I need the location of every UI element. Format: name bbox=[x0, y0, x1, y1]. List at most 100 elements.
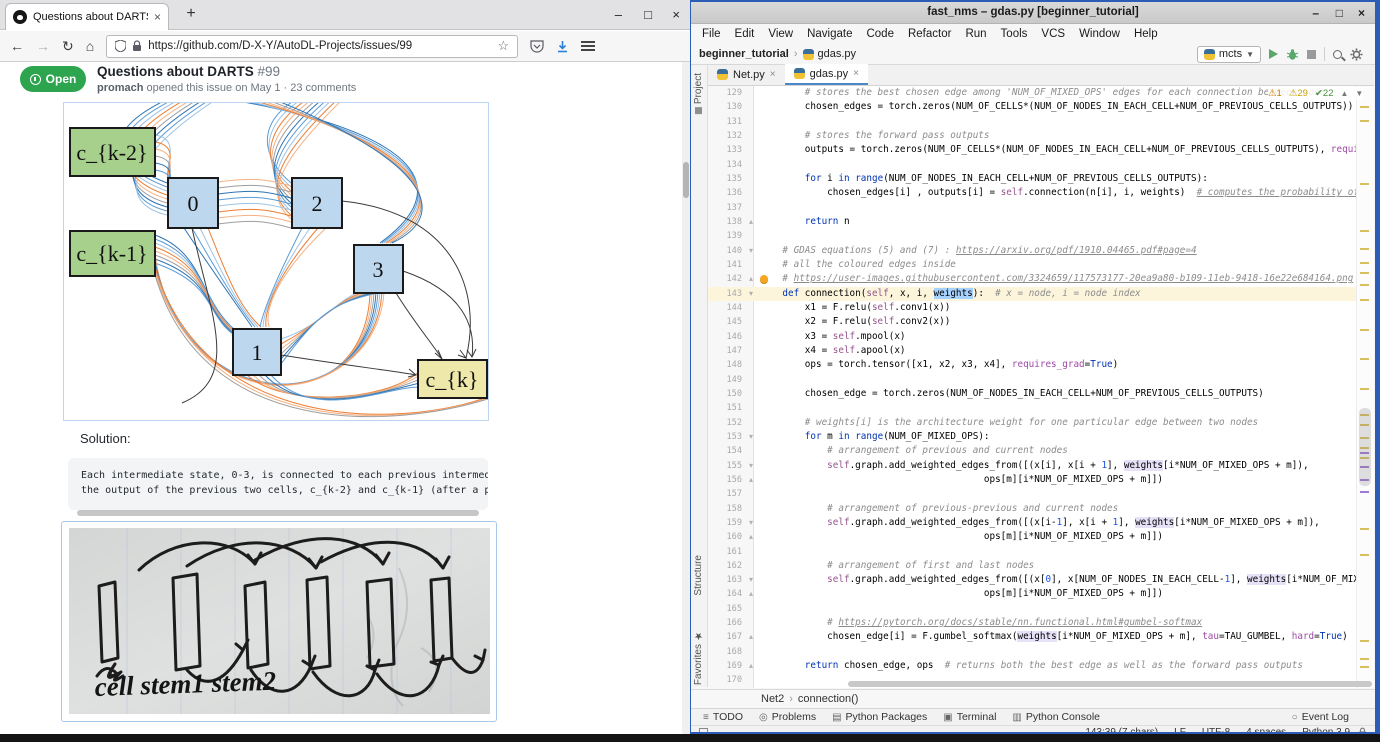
code-line-138[interactable]: 138▴ return n bbox=[708, 215, 1374, 229]
code-line-133[interactable]: 133 outputs = torch.zeros(NUM_OF_CELLS*(… bbox=[708, 143, 1374, 157]
code-line-155[interactable]: 155▾ self.graph.add_weighted_edges_from(… bbox=[708, 459, 1374, 473]
browser-maximize-button[interactable]: □ bbox=[644, 7, 652, 22]
code-line-145[interactable]: 145 x2 = F.relu(self.conv2(x)) bbox=[708, 315, 1374, 329]
code-editor[interactable]: 129 # stores the best chosen edge among … bbox=[708, 86, 1374, 688]
warning-stripe-mark[interactable] bbox=[1360, 329, 1369, 331]
code-line-164[interactable]: 164▴ ops[m][i*NUM_OF_MIXED_OPS + m]]) bbox=[708, 587, 1374, 601]
code-line-151[interactable]: 151 bbox=[708, 401, 1374, 415]
inspection-widget[interactable]: ⚠1 ⚠29 ✔22 ▲ ▼ bbox=[1268, 87, 1363, 100]
next-problem-icon[interactable]: ▼ bbox=[1355, 89, 1363, 98]
browser-scrollbar[interactable] bbox=[682, 62, 690, 735]
warning-stripe-mark[interactable] bbox=[1360, 388, 1369, 390]
solution-hscrollbar[interactable] bbox=[77, 510, 479, 516]
settings-gear-icon[interactable] bbox=[1350, 48, 1363, 61]
fold-marker-icon[interactable]: ▾ bbox=[745, 244, 757, 258]
fold-marker-icon[interactable]: ▴ bbox=[745, 473, 757, 487]
code-line-165[interactable]: 165 bbox=[708, 602, 1374, 616]
editor-tab-gdaspy[interactable]: gdas.py × bbox=[785, 64, 868, 85]
prev-problem-icon[interactable]: ▲ bbox=[1340, 89, 1348, 98]
code-line-142[interactable]: 142▴ # https://user-images.githubusercon… bbox=[708, 272, 1374, 286]
menu-file[interactable]: File bbox=[695, 28, 728, 40]
warning-stripe-mark[interactable] bbox=[1360, 272, 1369, 274]
debug-button[interactable] bbox=[1286, 48, 1299, 61]
fold-marker-icon[interactable]: ▾ bbox=[745, 573, 757, 587]
warning-stripe-mark[interactable] bbox=[1360, 120, 1369, 122]
code-line-135[interactable]: 135 for i in range(NUM_OF_NODES_IN_EACH_… bbox=[708, 172, 1374, 186]
toolwindow-python-console[interactable]: ▥Python Console bbox=[1012, 711, 1100, 723]
code-line-143[interactable]: 143▾ def connection(self, x, i, weights)… bbox=[708, 287, 1374, 301]
toolwindow-todo[interactable]: ≡TODO bbox=[703, 711, 743, 723]
stripe-project-tab[interactable]: Project bbox=[693, 73, 704, 114]
tab-close-icon[interactable]: × bbox=[154, 10, 161, 24]
code-line-130[interactable]: 130 chosen_edges = torch.zeros(NUM_OF_CE… bbox=[708, 100, 1374, 114]
url-text[interactable]: https://github.com/D-X-Y/AutoDL-Projects… bbox=[148, 40, 491, 52]
code-line-150[interactable]: 150 chosen_edge = torch.zeros(NUM_OF_NOD… bbox=[708, 387, 1374, 401]
code-line-161[interactable]: 161 bbox=[708, 545, 1374, 559]
code-line-147[interactable]: 147 x4 = self.apool(x) bbox=[708, 344, 1374, 358]
ide-minimize-button[interactable]: – bbox=[1312, 6, 1319, 20]
stop-button[interactable] bbox=[1307, 50, 1316, 59]
code-line-144[interactable]: 144 x1 = F.relu(self.conv1(x)) bbox=[708, 301, 1374, 315]
warning-stripe-mark[interactable] bbox=[1360, 106, 1369, 108]
toolwindow-python-packages[interactable]: ▤Python Packages bbox=[832, 711, 927, 723]
warning-stripe-mark[interactable] bbox=[1360, 262, 1369, 264]
warning-stripe-mark[interactable] bbox=[1360, 554, 1369, 556]
run-config-selector[interactable]: mcts ▼ bbox=[1197, 46, 1261, 63]
warning-stripe-mark[interactable] bbox=[1360, 248, 1369, 250]
menu-refactor[interactable]: Refactor bbox=[901, 28, 958, 40]
warning-stripe-mark[interactable] bbox=[1360, 284, 1369, 286]
browser-close-button[interactable]: × bbox=[672, 7, 680, 22]
info-stripe-mark[interactable] bbox=[1360, 491, 1369, 493]
browser-scroll-thumb[interactable] bbox=[683, 162, 689, 198]
code-line-131[interactable]: 131 bbox=[708, 115, 1374, 129]
menu-view[interactable]: View bbox=[761, 28, 800, 40]
warning-stripe-mark[interactable] bbox=[1360, 230, 1369, 232]
code-line-168[interactable]: 168 bbox=[708, 645, 1374, 659]
fold-marker-icon[interactable]: ▴ bbox=[745, 659, 757, 673]
toolwindow-problems[interactable]: ◎Problems bbox=[759, 711, 816, 723]
menu-hamburger-icon[interactable] bbox=[581, 41, 595, 51]
code-line-154[interactable]: 154 # arrangement of previous and curren… bbox=[708, 444, 1374, 458]
toolwindow-terminal[interactable]: ▣Terminal bbox=[943, 711, 996, 723]
code-line-162[interactable]: 162 # arrangement of first and last node… bbox=[708, 559, 1374, 573]
warning-stripe-mark[interactable] bbox=[1360, 666, 1369, 668]
toolwindow-event-log[interactable]: ○Event Log bbox=[1292, 711, 1349, 723]
home-icon[interactable]: ⌂ bbox=[86, 38, 94, 54]
menu-window[interactable]: Window bbox=[1072, 28, 1127, 40]
fold-marker-icon[interactable]: ▴ bbox=[745, 272, 757, 286]
breadcrumb-class[interactable]: Net2 bbox=[761, 693, 784, 705]
warning-stripe-mark[interactable] bbox=[1360, 358, 1369, 360]
code-line-139[interactable]: 139 bbox=[708, 229, 1374, 243]
code-line-149[interactable]: 149 bbox=[708, 373, 1374, 387]
tab-close-icon[interactable]: × bbox=[853, 68, 859, 79]
breadcrumb-root[interactable]: beginner_tutorial bbox=[699, 48, 789, 60]
code-line-167[interactable]: 167▴ chosen_edge[i] = F.gumbel_softmax(w… bbox=[708, 630, 1374, 644]
code-line-166[interactable]: 166 # https://pytorch.org/docs/stable/nn… bbox=[708, 616, 1374, 630]
code-line-169[interactable]: 169▴ return chosen_edge, ops # returns b… bbox=[708, 659, 1374, 673]
code-line-157[interactable]: 157 bbox=[708, 487, 1374, 501]
issue-title-text[interactable]: Questions about DARTS bbox=[97, 64, 254, 79]
pocket-icon[interactable] bbox=[530, 40, 544, 53]
browser-minimize-button[interactable]: – bbox=[615, 7, 622, 22]
warning-stripe-mark[interactable] bbox=[1360, 640, 1369, 642]
code-line-152[interactable]: 152 # weights[i] is the architecture wei… bbox=[708, 416, 1374, 430]
code-line-140[interactable]: 140▾ # GDAS equations (5) and (7) : http… bbox=[708, 244, 1374, 258]
fold-marker-icon[interactable]: ▾ bbox=[745, 287, 757, 301]
code-line-136[interactable]: 136 chosen_edges[i] , outputs[i] = self.… bbox=[708, 186, 1374, 200]
code-line-159[interactable]: 159▾ self.graph.add_weighted_edges_from(… bbox=[708, 516, 1374, 530]
breadcrumb-function[interactable]: connection() bbox=[798, 693, 859, 705]
browser-tab-active[interactable]: Questions about DARTS · × bbox=[5, 3, 169, 30]
fold-marker-icon[interactable]: ▴ bbox=[745, 215, 757, 229]
fold-marker-icon[interactable]: ▾ bbox=[745, 430, 757, 444]
editor-tab-netpy[interactable]: Net.py × bbox=[708, 64, 785, 85]
menu-code[interactable]: Code bbox=[859, 28, 901, 40]
menu-edit[interactable]: Edit bbox=[728, 28, 762, 40]
padlock-icon[interactable] bbox=[132, 40, 142, 52]
fold-marker-icon[interactable]: ▴ bbox=[745, 630, 757, 644]
menu-help[interactable]: Help bbox=[1127, 28, 1165, 40]
warning-stripe-mark[interactable] bbox=[1360, 183, 1369, 185]
stripe-structure-tab[interactable]: Structure bbox=[693, 555, 704, 596]
menu-run[interactable]: Run bbox=[958, 28, 993, 40]
dag-diagram-image[interactable]: c_{k-2} c_{k-1} 0 2 3 1 c_{k} bbox=[63, 102, 489, 421]
editor-vscrollbar-thumb[interactable] bbox=[1359, 408, 1371, 486]
